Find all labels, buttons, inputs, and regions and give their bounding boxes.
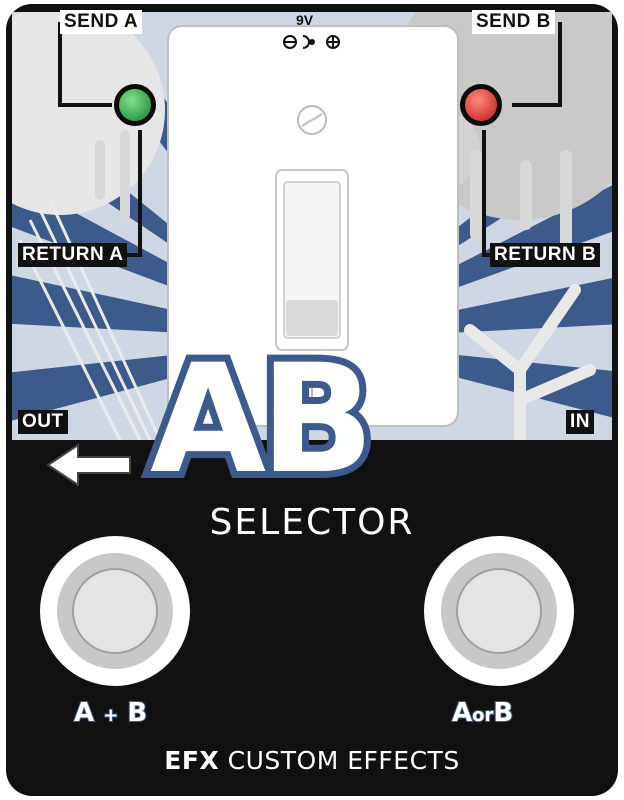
brand-rest: CUSTOM EFFECTS xyxy=(219,746,460,775)
label-plus: + xyxy=(102,704,119,727)
label-a: A xyxy=(451,697,473,729)
brand-bold: EFX xyxy=(164,746,220,775)
screw-icon xyxy=(297,105,327,135)
label-b: B xyxy=(492,697,514,729)
background-artwork xyxy=(12,12,612,440)
power-label: 9V xyxy=(296,12,314,28)
power-symbol-icon xyxy=(283,35,340,49)
led-a-indicator xyxy=(114,84,156,126)
return-a-label: RETURN A xyxy=(18,243,128,267)
send-b-label: SEND B xyxy=(472,10,555,34)
footswitch-a-or-b[interactable] xyxy=(424,536,574,686)
screw-icon xyxy=(297,383,327,413)
out-jack-label: OUT xyxy=(18,410,68,434)
led-b-indicator xyxy=(460,84,502,126)
footswitch-cap xyxy=(456,568,542,654)
output-arrow-icon xyxy=(46,443,131,487)
send-a-label: SEND A xyxy=(60,10,143,34)
return-b-label: RETURN B xyxy=(490,243,601,267)
in-jack-label: IN xyxy=(566,410,594,434)
footswitch-a-plus-b-label: A + B xyxy=(73,697,148,729)
brand-name: EFX CUSTOM EFFECTS xyxy=(0,746,624,775)
footswitch-cap xyxy=(72,568,158,654)
footswitch-a-or-b-label: AorB xyxy=(451,697,514,729)
title-ab: AB xyxy=(143,333,381,507)
footswitch-a-plus-b[interactable] xyxy=(40,536,190,686)
label-b: B xyxy=(126,697,148,729)
title-selector: SELECTOR xyxy=(209,502,415,543)
label-or: or xyxy=(471,704,494,727)
toggle-switch xyxy=(275,169,349,351)
label-a: A xyxy=(73,697,95,729)
footswitch-ring xyxy=(441,553,557,669)
footswitch-ring xyxy=(57,553,173,669)
